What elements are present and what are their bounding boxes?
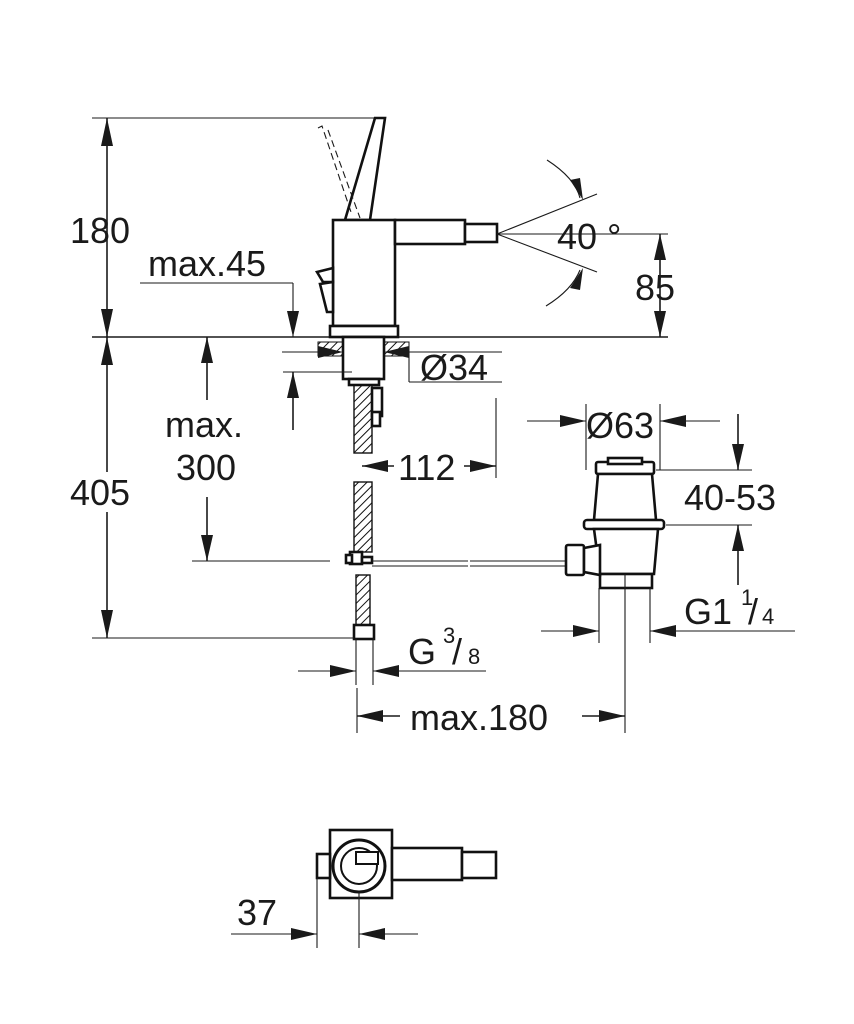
dim-405: 405 bbox=[70, 337, 354, 639]
dim-max180: max.180 bbox=[356, 574, 626, 738]
faucet-body bbox=[314, 116, 499, 339]
dim-max300-line2: 300 bbox=[176, 447, 236, 488]
thread-g-den: 8 bbox=[468, 644, 480, 669]
angle-40: 40 ° bbox=[496, 159, 668, 307]
dia-63-label: Ø63 bbox=[586, 405, 654, 446]
dia-34-label: Ø34 bbox=[420, 347, 488, 388]
dim-40-53-label: 40-53 bbox=[684, 477, 776, 518]
dim-max45-label: max.45 bbox=[148, 243, 266, 284]
dim-37: 37 bbox=[231, 892, 418, 940]
dim-max45: max.45 bbox=[140, 243, 299, 337]
thread-g-slash: / bbox=[452, 631, 462, 672]
dim-max300-line1: max. bbox=[165, 404, 243, 445]
dim-112: 112 bbox=[362, 398, 497, 488]
thread-g-num: 3 bbox=[443, 623, 455, 648]
thread-g1-slash: / bbox=[748, 591, 758, 632]
dim-37-label: 37 bbox=[237, 892, 277, 933]
dim-180-label: 180 bbox=[70, 210, 130, 251]
angle-40-label: 40 ° bbox=[557, 216, 621, 257]
dim-max300: max. 300 bbox=[165, 337, 352, 562]
top-view bbox=[315, 828, 498, 948]
dim-40-53: 40-53 bbox=[656, 414, 776, 585]
dim-180: 180 bbox=[70, 117, 385, 337]
dim-g38: G 3 / 8 bbox=[298, 623, 486, 685]
dim-g1: G1 1 / 4 bbox=[541, 585, 795, 643]
thread-g1-label: G1 bbox=[684, 591, 732, 632]
thread-g-label: G bbox=[408, 631, 436, 672]
dim-max180-label: max.180 bbox=[410, 697, 548, 738]
drain-assembly bbox=[564, 456, 666, 590]
supply-hose bbox=[344, 384, 566, 641]
dim-112-label: 112 bbox=[398, 447, 455, 488]
dim-63: Ø63 bbox=[527, 404, 720, 470]
thread-g1-den: 4 bbox=[762, 604, 774, 629]
dim-85: 85 bbox=[635, 234, 675, 337]
dim-85-label: 85 bbox=[635, 267, 675, 308]
mount-section: Ø34 bbox=[282, 335, 502, 388]
thread-g1-num: 1 bbox=[741, 585, 753, 610]
dim-405-label: 405 bbox=[70, 472, 130, 513]
